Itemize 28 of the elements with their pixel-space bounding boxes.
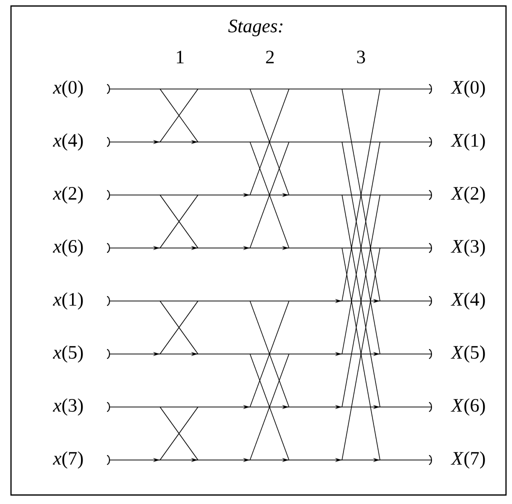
- input-label: x(5): [52, 345, 83, 363]
- input-label: x(4): [52, 133, 83, 151]
- output-label: X(4): [450, 292, 485, 310]
- signal-line: [106, 137, 432, 147]
- signal-line: [106, 349, 432, 359]
- stage-number: 3: [357, 50, 365, 64]
- output-label: X(3): [450, 239, 485, 257]
- signal-line: [106, 402, 432, 412]
- output-label: X(5): [450, 345, 485, 363]
- output-label: X(2): [450, 186, 485, 204]
- signal-line: [106, 243, 432, 253]
- input-label: x(6): [52, 239, 83, 257]
- signal-line: [106, 455, 432, 465]
- signal-line: [106, 190, 432, 200]
- signal-line: [106, 84, 432, 94]
- output-label: X(0): [450, 80, 485, 98]
- signal-line: [106, 296, 432, 306]
- input-label: x(3): [52, 398, 83, 416]
- output-label: X(1): [450, 133, 485, 151]
- title: Stages:: [228, 20, 282, 36]
- output-label: X(6): [450, 398, 485, 416]
- input-label: x(2): [52, 186, 83, 204]
- input-label: x(1): [52, 292, 83, 310]
- stage-number: 1: [176, 50, 184, 64]
- input-label: x(0): [52, 80, 83, 98]
- output-label: X(7): [450, 451, 485, 469]
- stage-number: 2: [266, 50, 274, 64]
- input-label: x(7): [52, 451, 83, 469]
